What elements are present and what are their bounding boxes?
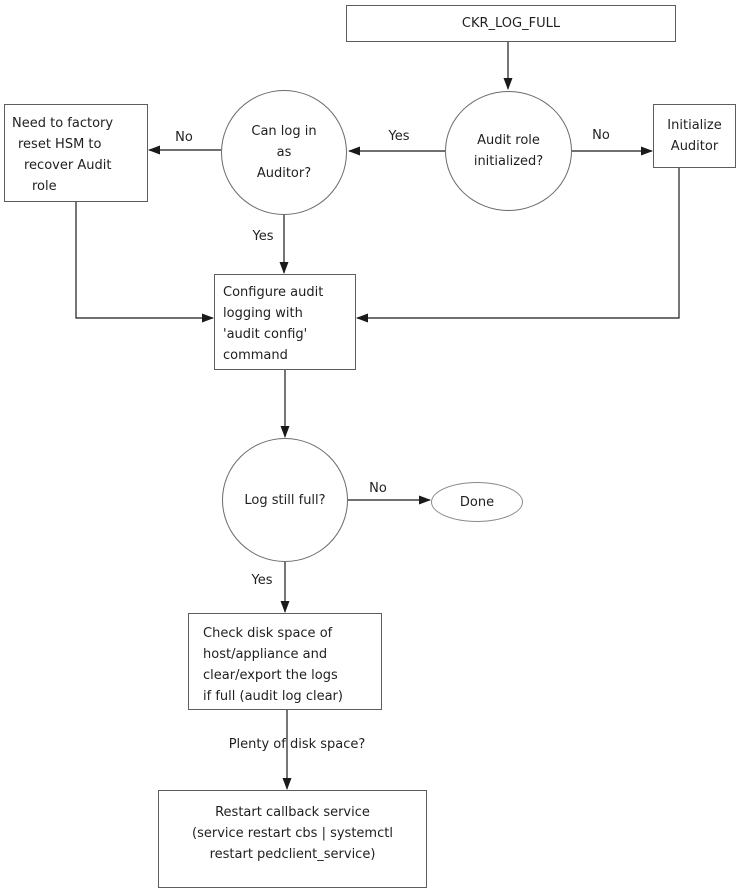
node-restart-callback-service: Restart callback service (service restar… bbox=[158, 790, 427, 888]
node-text-line: reset HSM to bbox=[18, 137, 102, 152]
node-text-line: Check disk space of bbox=[203, 626, 333, 641]
node-configure-audit-logging: Configure audit logging with 'audit conf… bbox=[214, 274, 356, 370]
node-done-label: Done bbox=[459, 494, 495, 510]
edge-initialize-to-configure bbox=[356, 168, 680, 323]
edge-reset-to-configure bbox=[75, 202, 214, 323]
node-can-log-in-as-auditor: Can log in as Auditor? bbox=[221, 90, 347, 215]
edge-label-yes-logfull-to-check: Yes bbox=[251, 573, 273, 588]
node-done: Done bbox=[431, 482, 523, 522]
node-log-still-full-label: Log still full? bbox=[244, 492, 326, 508]
node-check-disk-space: Check disk space of host/appliance and c… bbox=[188, 613, 382, 710]
node-text-line: Configure audit bbox=[223, 285, 324, 300]
node-initialize-auditor: Initialize Auditor bbox=[653, 104, 736, 168]
node-text-line: Audit role bbox=[477, 133, 540, 148]
node-text-line: host/appliance and bbox=[203, 647, 328, 662]
node-text-line: (service restart cbs | systemctl bbox=[192, 826, 393, 841]
node-text-line: initialized? bbox=[473, 154, 544, 169]
node-text-line: Initialize bbox=[667, 118, 722, 133]
node-text-line: 'audit config' bbox=[223, 327, 308, 342]
edge-label-no-logfull-to-done: No bbox=[369, 481, 387, 496]
node-text-line: role bbox=[32, 179, 57, 194]
edge-label-yes-can-to-configure: Yes bbox=[252, 229, 274, 244]
node-ckr-log-full-label: CKR_LOG_FULL bbox=[461, 16, 561, 31]
node-text-line: as bbox=[276, 145, 292, 160]
node-audit-role-initialized: Audit role initialized? bbox=[445, 91, 572, 211]
node-text-line: command bbox=[223, 348, 288, 363]
node-text-line: Auditor? bbox=[256, 166, 312, 181]
node-text-line: clear/export the logs bbox=[203, 668, 338, 683]
edge-label-yes-audit-to-can: Yes bbox=[388, 129, 410, 144]
node-need-factory-reset: Need to factory reset HSM to recover Aud… bbox=[4, 104, 148, 202]
node-log-still-full: Log still full? bbox=[222, 438, 348, 562]
edge-label-plenty-disk-space: Plenty of disk space? bbox=[228, 737, 366, 752]
edge-label-no-audit-to-initialize: No bbox=[592, 128, 610, 143]
node-text-line: restart pedclient_service) bbox=[209, 847, 376, 862]
node-text-line: Restart callback service bbox=[215, 805, 370, 820]
node-text-line: Auditor bbox=[670, 139, 719, 154]
node-text-line: recover Audit bbox=[24, 158, 112, 173]
node-text-line: if full (audit log clear) bbox=[203, 689, 343, 704]
node-text-line: logging with bbox=[223, 306, 303, 321]
edge-label-no-can-to-reset: No bbox=[175, 130, 193, 145]
node-text-line: Can log in bbox=[251, 124, 317, 139]
node-text-line: Need to factory bbox=[12, 116, 114, 131]
node-ckr-log-full: CKR_LOG_FULL bbox=[346, 5, 676, 42]
